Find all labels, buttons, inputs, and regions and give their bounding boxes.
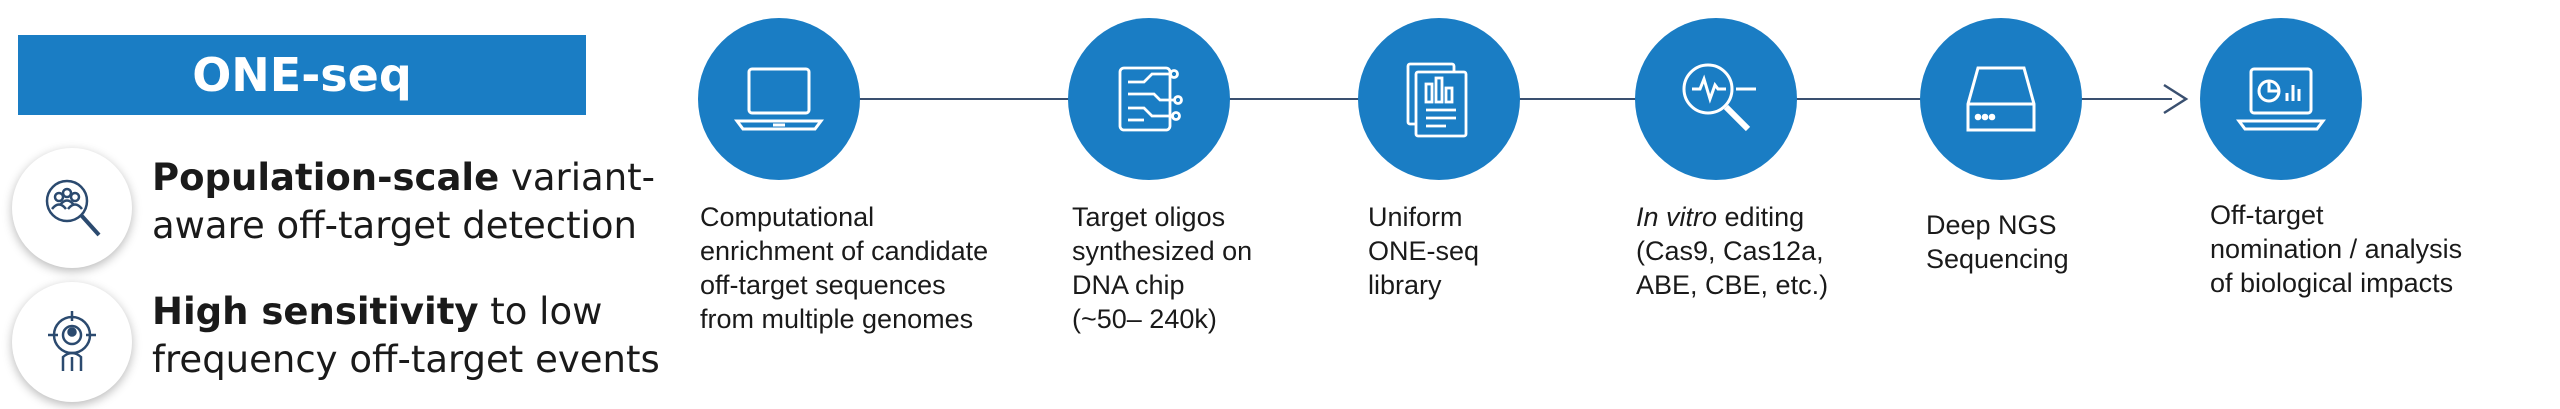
step-3-circle: [1358, 18, 1520, 180]
feature-rest: to low: [478, 290, 603, 333]
label-line: Deep NGS: [1926, 210, 2057, 240]
label-line: In vitro editing: [1636, 200, 1828, 234]
library-icon: [1406, 62, 1468, 138]
label-line: of biological impacts: [2210, 268, 2454, 298]
magnifier-signal-icon: [1682, 63, 1756, 132]
feature-text: Population-scale variant- aware off-targ…: [152, 154, 712, 250]
label-rest: editing: [1717, 202, 1805, 232]
step-6-circle: [2200, 18, 2362, 180]
population-search-icon: [12, 148, 132, 268]
arrow-head-icon: [2163, 83, 2189, 115]
label-line: (Cas9, Cas12a,: [1636, 236, 1824, 266]
label-line: ONE-seq: [1368, 236, 1480, 266]
page-title: ONE-seq: [18, 35, 586, 115]
label-line: enrichment of candidate: [700, 236, 989, 266]
target-person-icon: [12, 282, 132, 402]
label-line: synthesized on: [1072, 236, 1253, 266]
step-6-label: Off-target nomination / analysis of biol…: [2210, 198, 2462, 300]
label-line: Uniform: [1368, 202, 1463, 232]
step-1-circle: [698, 18, 860, 180]
step-1-label: Computational enrichment of candidate of…: [700, 200, 988, 336]
feature-text: High sensitivity to low frequency off-ta…: [152, 288, 712, 384]
label-line: ABE, CBE, etc.): [1636, 270, 1829, 300]
label-line: nomination / analysis: [2210, 234, 2463, 264]
analysis-laptop-icon: [2236, 67, 2326, 131]
sequencer-icon: [1966, 66, 2036, 132]
label-line: Sequencing: [1926, 244, 2069, 274]
step-4-label: In vitro editing (Cas9, Cas12a, ABE, CBE…: [1636, 200, 1828, 302]
feature-rest: variant-: [499, 156, 656, 199]
step-3-label: Uniform ONE-seq library: [1368, 200, 1479, 302]
dna-chip-icon: [1118, 66, 1183, 132]
feature-line2: aware off-target detection: [152, 204, 638, 247]
label-line: library: [1368, 270, 1442, 300]
feature-line2: frequency off-target events: [152, 338, 660, 381]
step-5-label: Deep NGS Sequencing: [1926, 208, 2069, 276]
label-line: from multiple genomes: [700, 304, 974, 334]
feature-high-sensitivity: High sensitivity to low frequency off-ta…: [12, 282, 702, 402]
label-line: off-target sequences: [700, 270, 946, 300]
feature-population-scale: Population-scale variant- aware off-targ…: [12, 148, 702, 268]
laptop-icon: [734, 67, 824, 131]
label-line: Off-target: [2210, 200, 2324, 230]
step-4-circle: [1635, 18, 1797, 180]
step-5-circle: [1920, 18, 2082, 180]
feature-bold: High sensitivity: [152, 290, 479, 333]
step-2-label: Target oligos synthesized on DNA chip (~…: [1072, 200, 1252, 336]
feature-bold: Population-scale: [152, 156, 500, 199]
label-line: (~50– 240k): [1072, 304, 1217, 334]
italic-term: In vitro: [1636, 202, 1718, 232]
label-line: DNA chip: [1072, 270, 1185, 300]
step-2-circle: [1068, 18, 1230, 180]
label-line: Computational: [700, 202, 875, 232]
label-line: Target oligos: [1072, 202, 1226, 232]
